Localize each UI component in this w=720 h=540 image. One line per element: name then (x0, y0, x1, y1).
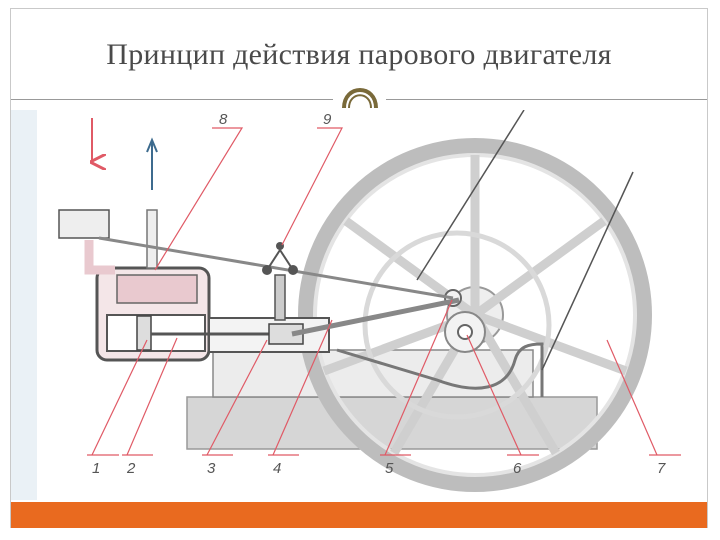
label-3: 3 (207, 460, 216, 477)
label-8: 8 (219, 111, 228, 128)
crankcase (336, 342, 544, 397)
label-5: 5 (385, 460, 394, 477)
connecting-rod (291, 297, 460, 337)
belt-line-2 (541, 171, 634, 371)
leader-9 (281, 127, 343, 246)
title-divider-right (386, 99, 707, 100)
label-7: 7 (657, 460, 666, 477)
cylinder (95, 266, 330, 362)
inlet-valve (58, 209, 110, 239)
exhaust-pipe (146, 209, 158, 269)
leader-5 (384, 299, 453, 456)
valve-rod (98, 236, 454, 300)
label-4: 4 (273, 460, 281, 477)
steam-inlet-pipe (84, 240, 115, 275)
steam-engine-diagram: 8 9 1 2 3 4 5 6 7 (37, 110, 697, 500)
figure-side-strip (11, 110, 37, 500)
leader-4 (272, 319, 333, 456)
steam-out-arrow (146, 137, 158, 190)
label-1: 1 (92, 460, 100, 477)
leader-6 (466, 334, 522, 456)
leader-2 (126, 337, 178, 456)
leader-8 (154, 127, 244, 271)
leader-7 (606, 339, 658, 456)
belt-line-1 (416, 110, 525, 281)
leader-3 (206, 339, 268, 456)
accent-footer-bar (11, 502, 707, 528)
label-6: 6 (513, 460, 522, 477)
title-divider-left (11, 99, 333, 100)
slide-title: Принцип действия парового двигателя (106, 38, 612, 71)
centrifugal-governor (262, 242, 298, 321)
horseshoe-ornament-icon (342, 88, 378, 109)
label-2: 2 (126, 460, 136, 477)
leader-1 (91, 339, 148, 456)
label-9: 9 (323, 111, 332, 128)
